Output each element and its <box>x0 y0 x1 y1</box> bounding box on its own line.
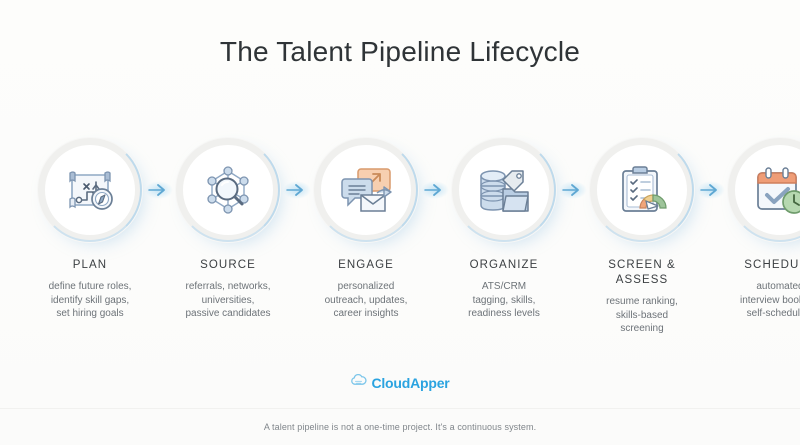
cloud-icon <box>350 373 367 392</box>
step-schedule[interactable]: SCHEDULE automated interview booking, se… <box>728 138 800 321</box>
page-title: The Talent Pipeline Lifecycle <box>219 36 581 67</box>
step-organize[interactable]: ORGANIZE ATS/CRM tagging, skills, readin… <box>452 138 556 321</box>
step-screen-assess-circle-wrap <box>590 138 694 242</box>
footer-tagline: A talent pipeline is not a one-time proj… <box>263 422 537 432</box>
blueprint-compass-icon <box>38 138 142 242</box>
step-screen-assess[interactable]: SCREEN & ASSESS resume ranking, skills-b… <box>590 138 694 336</box>
clipboard-gauge-icon <box>590 138 694 242</box>
arrow-connector-4 <box>556 138 590 242</box>
infographic-card: The Talent Pipeline Lifecycle <box>0 0 800 409</box>
step-plan-description: define future roles, identify skill gaps… <box>48 281 132 319</box>
network-magnifier-icon <box>176 138 280 242</box>
step-schedule-circle-wrap <box>728 138 800 242</box>
database-folder-tag-icon <box>452 138 556 242</box>
pipeline-steps-row: PLAN define future roles, identify skill… <box>38 138 800 348</box>
step-schedule-label: SCHEDULE <box>744 259 800 271</box>
step-plan-circle-wrap <box>38 138 142 242</box>
step-schedule-description: automated interview booking, self-schedu… <box>739 281 800 319</box>
step-source-description: referrals, networks, universities, passi… <box>185 281 271 319</box>
footer-strip: A talent pipeline is not a one-time proj… <box>0 409 800 445</box>
brand-logo: CloudApper <box>0 373 800 392</box>
calendar-clock-icon <box>728 138 800 242</box>
step-plan-circle <box>38 138 142 242</box>
step-source[interactable]: SOURCE referrals, networks, universities… <box>176 138 280 321</box>
step-source-circle-wrap <box>176 138 280 242</box>
step-organize-description: ATS/CRM tagging, skills, readiness level… <box>468 281 540 319</box>
step-screen-assess-description: resume ranking, skills-based screening <box>606 296 678 334</box>
step-engage-circle-wrap <box>314 138 418 242</box>
step-plan[interactable]: PLAN define future roles, identify skill… <box>38 138 142 321</box>
arrow-connector-1 <box>142 138 176 242</box>
step-engage-label: ENGAGE <box>338 259 394 271</box>
step-organize-label: ORGANIZE <box>469 259 539 271</box>
step-engage-description: personalized outreach, updates, career i… <box>324 281 408 319</box>
step-source-circle <box>176 138 280 242</box>
arrow-connector-5 <box>694 138 728 242</box>
step-organize-circle-wrap <box>452 138 556 242</box>
step-source-label: SOURCE <box>200 259 256 271</box>
brand-logo-text: CloudApper <box>371 374 450 391</box>
step-plan-label: PLAN <box>72 259 108 271</box>
step-engage[interactable]: ENGAGE personalized outreach, updates, c… <box>314 138 418 321</box>
arrow-connector-3 <box>418 138 452 242</box>
arrow-connector-2 <box>280 138 314 242</box>
step-screen-assess-label: SCREEN & ASSESS <box>608 259 676 286</box>
chat-envelope-icon <box>314 138 418 242</box>
